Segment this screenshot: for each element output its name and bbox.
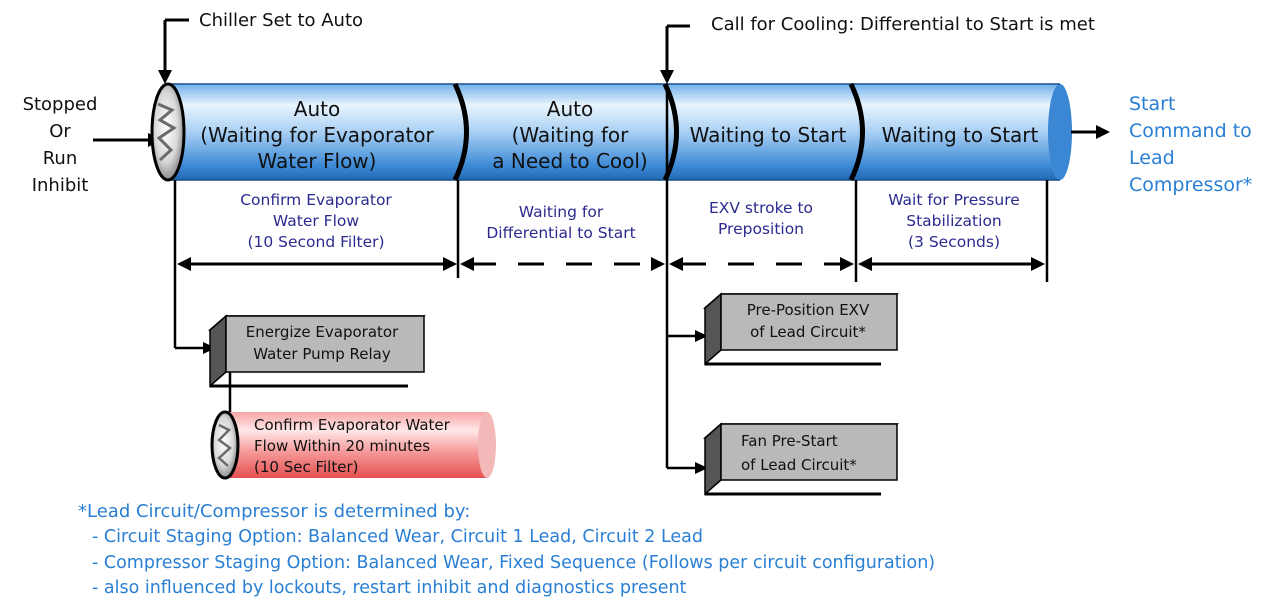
segment-divider <box>848 82 865 182</box>
segment-2-line: a Need to Cool) <box>492 149 647 173</box>
cylinder-end-cap <box>1048 84 1072 180</box>
interval-label-line: Preposition <box>718 220 804 238</box>
interval-label-line: (10 Second Filter) <box>247 233 384 251</box>
energize-pump-line: Water Pump Relay <box>253 345 391 363</box>
interval-label-line: Wait for Pressure <box>888 191 1020 209</box>
interval-label-line: Waiting for <box>519 203 604 221</box>
preposition-exv-line: Pre-Position EXV <box>747 301 870 319</box>
initial-state-line: Stopped <box>23 94 98 115</box>
interval-label-exv-stroke: EXV stroke to Preposition <box>709 199 813 238</box>
initial-state-line: Run <box>43 148 78 169</box>
energize-pump-box: Energize Evaporator Water Pump Relay <box>208 314 426 388</box>
branch-arrow-fan-prestart <box>667 462 708 474</box>
initial-state-label: Stopped Or Run Inhibit <box>23 94 98 196</box>
fan-prestart-line: of Lead Circuit* <box>741 456 857 474</box>
segment-3-line: Waiting to Start <box>690 123 847 147</box>
interval-label-line: Water Flow <box>273 212 359 230</box>
segment-1-line: (Waiting for Evaporator <box>200 123 434 147</box>
cylinder-body <box>168 84 1060 180</box>
interval-label-line: EXV stroke to <box>709 199 813 217</box>
initial-state-line: Inhibit <box>32 175 89 196</box>
branch-arrow-preposition-exv <box>667 330 708 342</box>
fan-prestart-line: Fan Pre-Start <box>741 432 838 450</box>
red-cylinder-body <box>225 412 487 478</box>
interval-label-line: Differential to Start <box>486 224 635 242</box>
interval-arrow-pressure <box>858 257 1045 271</box>
start-command-label: Start Command to Lead Compressor* <box>1129 93 1252 196</box>
segment-divider <box>662 82 679 182</box>
interval-arrow-exv-stroke <box>669 257 854 271</box>
footnote-item: - Circuit Staging Option: Balanced Wear,… <box>92 527 703 547</box>
start-command-line: Compressor* <box>1129 174 1252 196</box>
timeline-markers <box>173 84 1049 468</box>
footnote-item: - Compressor Staging Option: Balanced We… <box>92 553 936 573</box>
chiller-set-to-auto-callout: Chiller Set to Auto <box>158 10 363 84</box>
interval-arrow-confirm-flow <box>177 257 457 271</box>
start-command-line: Start <box>1129 93 1175 115</box>
segment-2-line: (Waiting for <box>512 123 630 147</box>
confirm-flow-line: Confirm Evaporator Water <box>254 416 451 434</box>
interval-label-pressure: Wait for Pressure Stabilization (3 Secon… <box>888 191 1020 251</box>
call-for-cooling-callout: Call for Cooling: Differential to Start … <box>660 14 1095 84</box>
call-for-cooling-label: Call for Cooling: Differential to Start … <box>711 14 1095 35</box>
start-command-line: Command to <box>1129 120 1252 142</box>
segment-2-line: Auto <box>547 97 593 121</box>
preposition-exv-box: Pre-Position EXV of Lead Circuit* <box>703 292 899 366</box>
footnote-item: - also influenced by lockouts, restart i… <box>92 578 687 598</box>
interval-label-differential: Waiting for Differential to Start <box>486 203 635 242</box>
fan-prestart-box: Fan Pre-Start of Lead Circuit* <box>703 422 899 496</box>
start-command-line: Lead <box>1129 147 1175 169</box>
interval-label-line: Stabilization <box>906 212 1002 230</box>
start-command-arrow <box>1071 125 1110 139</box>
chiller-set-to-auto-label: Chiller Set to Auto <box>199 10 363 31</box>
energize-pump-line: Energize Evaporator <box>246 323 399 341</box>
interval-label-line: Confirm Evaporator <box>240 191 392 209</box>
confirm-flow-cylinder: Confirm Evaporator Water Flow Within 20 … <box>210 410 496 480</box>
footnote-heading: *Lead Circuit/Compressor is determined b… <box>78 501 471 522</box>
segment-4-line: Waiting to Start <box>882 123 1039 147</box>
state-cylinder: Auto (Waiting for Evaporator Water Flow)… <box>150 82 1072 182</box>
confirm-flow-line: Flow Within 20 minutes <box>254 437 430 455</box>
confirm-flow-line: (10 Sec Filter) <box>254 458 358 476</box>
segment-1-line: Water Flow) <box>258 149 377 173</box>
interval-arrow-differential <box>460 257 665 271</box>
interval-label-confirm-flow: Confirm Evaporator Water Flow (10 Second… <box>240 191 392 251</box>
interval-label-line: (3 Seconds) <box>908 233 1000 251</box>
preposition-exv-line: of Lead Circuit* <box>750 323 866 341</box>
segment-divider <box>452 82 469 182</box>
segment-1-line: Auto <box>294 97 340 121</box>
initial-state-line: Or <box>49 121 71 142</box>
